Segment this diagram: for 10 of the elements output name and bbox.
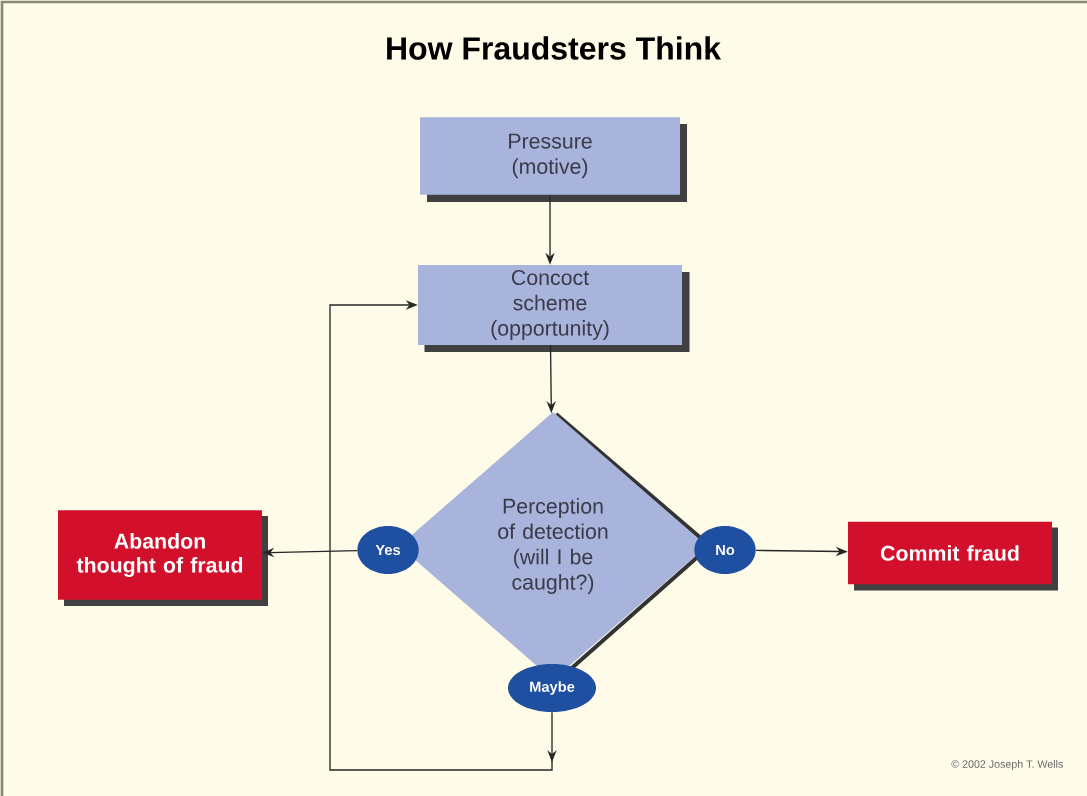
outcome-box: Commit fraud [848, 521, 1058, 591]
answer-oval: No [694, 526, 756, 574]
answer-oval: Yes [357, 526, 419, 574]
title: How Fraudsters Think [387, 36, 722, 60]
copyright-note: © 2002 Joseph T. Wells [951, 760, 1063, 770]
process-box: Concoct scheme (opportunity) [418, 265, 690, 352]
answer-oval: Maybe [508, 664, 596, 712]
outcome-box: Abandon thought of fraud [58, 510, 268, 606]
process-box: Pressure (motive) [420, 117, 687, 202]
arrow [329, 300, 557, 771]
